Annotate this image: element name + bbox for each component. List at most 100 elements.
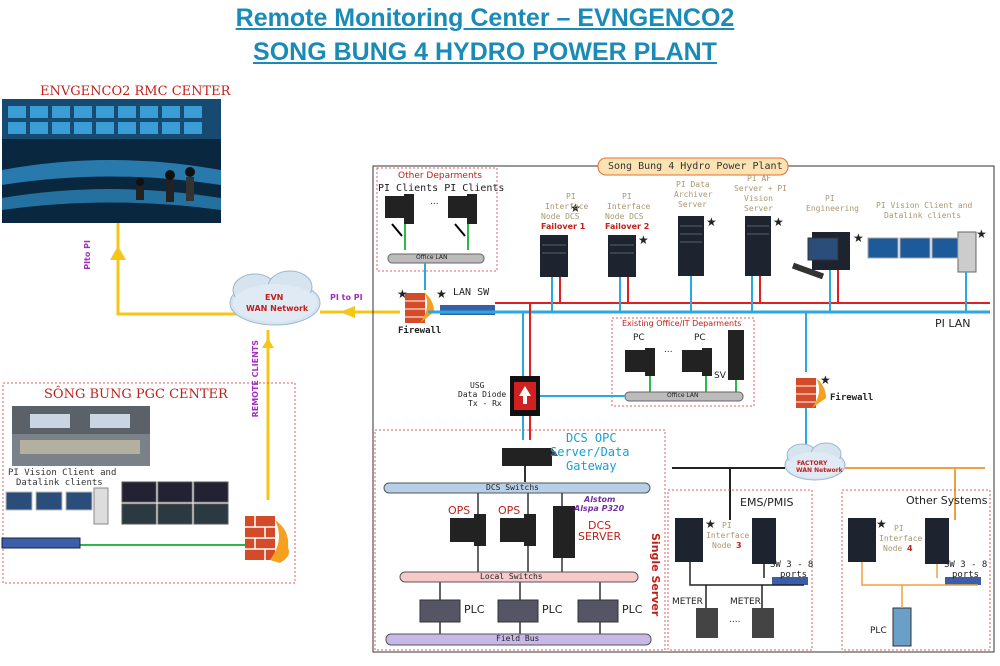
dcs-opc-l3: Gateway: [566, 459, 617, 473]
pi-engineering-monitor: [791, 237, 839, 280]
existing-office-sv: SV: [714, 371, 726, 381]
pgc-client-workstations: [5, 487, 109, 525]
usg-links: [522, 303, 625, 440]
other-systems-sw-l1: SW 3 - 8: [944, 560, 988, 570]
other-dept-clients: PI Clients PI Clients: [378, 183, 505, 194]
existing-office-lan: Office LAN: [667, 392, 699, 399]
pgc-center-box: [2, 382, 296, 584]
page-title-line1: Remote Monitoring Center – EVNGENCO2: [235, 4, 735, 32]
ems-links: [689, 562, 804, 608]
pgc-switch: [1, 537, 81, 549]
dcs-server-l2: SERVER: [578, 530, 622, 543]
other-systems-devices: [848, 518, 981, 647]
evn-cloud-wan-label: WAN Network: [246, 304, 309, 313]
pgc-monitor-wall: [121, 481, 229, 525]
pi-iface-dcs2-l3: Node DCS: [605, 212, 644, 221]
other-dept-title: Other Deparments: [398, 171, 482, 181]
pi-lan-label: PI LAN: [935, 317, 971, 330]
other-systems-title: Other Systems: [906, 494, 988, 507]
pi-iface-dcs2-l2: Interface: [607, 202, 651, 211]
other-dept-green-links: [404, 224, 469, 250]
pi-iface-dcs1-l1: PI: [566, 192, 576, 201]
other-dept-dots: ...: [430, 197, 439, 207]
dcs-server-l1: DCS: [588, 519, 612, 532]
usg-l1: USG: [470, 381, 485, 390]
lan-switch: [440, 305, 495, 315]
factory-wan-cloud: [784, 442, 846, 481]
dcs-box: [374, 429, 666, 651]
pi-eng-l2: Engineering: [806, 204, 859, 213]
pgc-title: SÔNG BUNG PGC CENTER: [44, 387, 228, 402]
other-dept-office-lan: Office LAN: [416, 254, 448, 261]
lan-sw-label: LAN SW: [453, 287, 490, 298]
firewall2-label: Firewall: [830, 393, 874, 403]
ems-box: [667, 489, 813, 651]
ems-node-number: 3: [736, 541, 742, 550]
ems-sw-l1: SW 3 - 8: [770, 560, 814, 570]
factory-cloud-l2: WAN Network: [796, 467, 843, 474]
evn-pi-to-pi-label: PI to PI: [330, 293, 363, 302]
ems-title: EMS/PMIS: [740, 496, 794, 509]
pi-af-l3: Vision: [744, 194, 773, 203]
svg-text:★: ★: [853, 231, 864, 245]
pi-archiver-l3: Server: [678, 200, 707, 209]
pi-archiver-l1: PI Data: [676, 180, 710, 189]
pi-vision-l1: PI Vision Client and: [876, 201, 973, 210]
dcs-alstom-l1: Alstom: [584, 495, 616, 504]
rmc-pi-to-pi-label: PIto PI: [83, 240, 92, 270]
factory-lines: [672, 467, 985, 520]
pi-af-l4: Server: [744, 204, 773, 213]
field-bus-label: Field Bus: [496, 634, 540, 643]
other-dept-pcs: [385, 194, 477, 237]
usg-data-diode: [510, 376, 540, 416]
dcs-switches-bar: [383, 482, 651, 494]
pgc-firewall: [245, 516, 289, 563]
existing-office-dots: ...: [664, 345, 673, 355]
dcs-opc-gateway: [502, 448, 558, 466]
other-systems-node-number: 4: [907, 544, 913, 553]
rmc-title: ENVGENCO2 RMC CENTER: [40, 84, 231, 99]
local-switches-bar: [399, 571, 639, 583]
svg-text:★: ★: [397, 287, 408, 301]
dcs-plc-units: [419, 599, 619, 623]
pi-iface-dcs2-l1: PI: [622, 192, 632, 201]
ems-servers: [675, 518, 808, 638]
dcs-ops1: OPS: [448, 504, 471, 517]
existing-office-green-links: [649, 376, 737, 392]
dcs-plc1: PLC: [464, 603, 485, 616]
svg-text:★: ★: [638, 233, 649, 247]
existing-office-title: Existing Office/IT Deparments: [622, 319, 742, 328]
pi-eng-l1: PI: [825, 194, 835, 203]
ems-meter2: METER: [730, 597, 761, 607]
dcs-opc-l2: Server/Data: [550, 445, 630, 459]
server-details: [542, 225, 769, 254]
svg-text:★: ★: [705, 517, 716, 531]
dcs-ops2: OPS: [498, 504, 521, 517]
pi-af-l1: PI AF: [747, 174, 772, 183]
other-systems-box: [841, 489, 991, 651]
other-systems-pi-l1: PI: [894, 524, 904, 533]
pi-archiver-l2: Archiver: [674, 190, 713, 199]
dcs-switches-label: DCS Switchs: [486, 483, 539, 492]
plant-title: Song Bung 4 Hydro Power Plant: [608, 161, 783, 172]
other-departments-box: [376, 167, 498, 272]
svg-text:★: ★: [436, 287, 447, 301]
pi-iface-dcs2-l4: Failover 2: [605, 222, 650, 231]
pi-iface-dcs1-l4: Failover 1: [541, 222, 586, 231]
ems-sw-l2: ports: [780, 570, 808, 580]
single-server-label: Single Server: [649, 533, 662, 617]
other-systems-plc: PLC: [870, 626, 887, 636]
dcs-links: [439, 493, 601, 634]
existing-office-pc1: PC: [633, 333, 645, 343]
pgc-clients-label-2: Datalink clients: [16, 478, 103, 488]
existing-office-pc2: PC: [694, 333, 706, 343]
pi-vision-l2: Datalink clients: [884, 211, 962, 220]
svg-text:★: ★: [876, 517, 887, 531]
svg-text:★: ★: [976, 227, 987, 241]
remote-clients-label: REMOTE CLIENTS: [251, 340, 260, 418]
usg-l2: Data Diode: [458, 390, 507, 399]
other-systems-links: [861, 562, 978, 608]
pi-iface-dcs1-l3: Node DCS: [541, 212, 580, 221]
ems-dots: ....: [729, 615, 741, 625]
